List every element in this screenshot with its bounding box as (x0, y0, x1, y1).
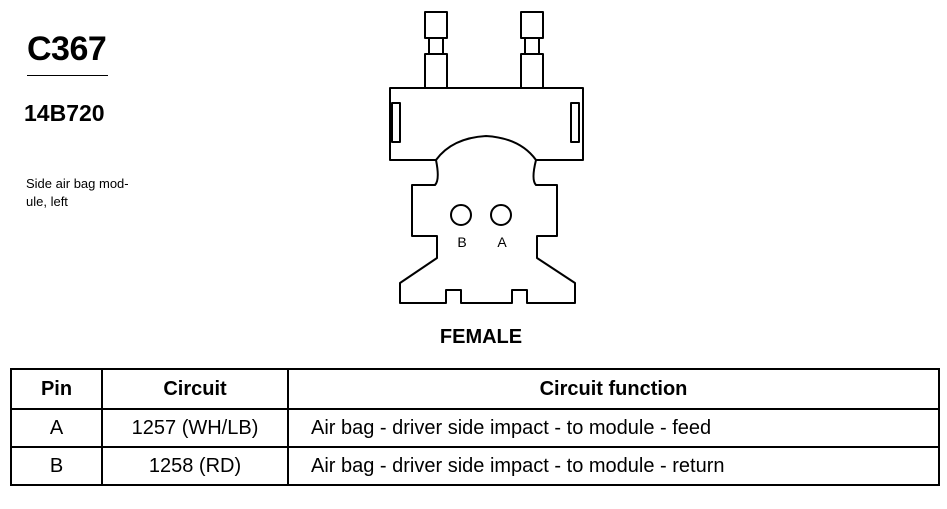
pin-cell: B (10, 446, 103, 486)
function-cell: Air bag - driver side impact - to module… (287, 408, 940, 448)
id-underline (27, 75, 108, 76)
part-number: 14B720 (24, 100, 105, 126)
function-cell: Air bag - driver side impact - to module… (287, 446, 940, 486)
cavity-a (490, 204, 512, 226)
cavity-b (450, 204, 472, 226)
table-row: B 1258 (RD) Air bag - driver side impact… (10, 446, 940, 486)
terminal-pin-right (520, 11, 544, 89)
latch-left (391, 102, 401, 143)
cavity-label-a: A (497, 234, 507, 250)
pin-cell: A (10, 408, 103, 448)
connector-housing-top (389, 87, 584, 161)
latch-right (570, 102, 580, 143)
header-circuit: Circuit (101, 368, 289, 410)
terminal-pin-left (424, 11, 448, 89)
header-pin: Pin (10, 368, 103, 410)
connector-mating-face (399, 159, 576, 304)
table-header-row: Pin Circuit Circuit function (10, 368, 940, 410)
description-text: Side air bag mod- ule, left (26, 176, 129, 209)
cavity-label-b: B (457, 234, 466, 250)
table-row: A 1257 (WH/LB) Air bag - driver side imp… (10, 408, 940, 448)
connector-id: C367 (27, 30, 107, 68)
connector-gender-label: FEMALE (439, 326, 523, 348)
header-circuit-function: Circuit function (287, 368, 940, 410)
pinout-table: Pin Circuit Circuit function A 1257 (WH/… (10, 368, 940, 486)
connector-description: Side air bag mod- ule, left (26, 175, 176, 211)
circuit-cell: 1258 (RD) (101, 446, 289, 486)
circuit-cell: 1257 (WH/LB) (101, 408, 289, 448)
